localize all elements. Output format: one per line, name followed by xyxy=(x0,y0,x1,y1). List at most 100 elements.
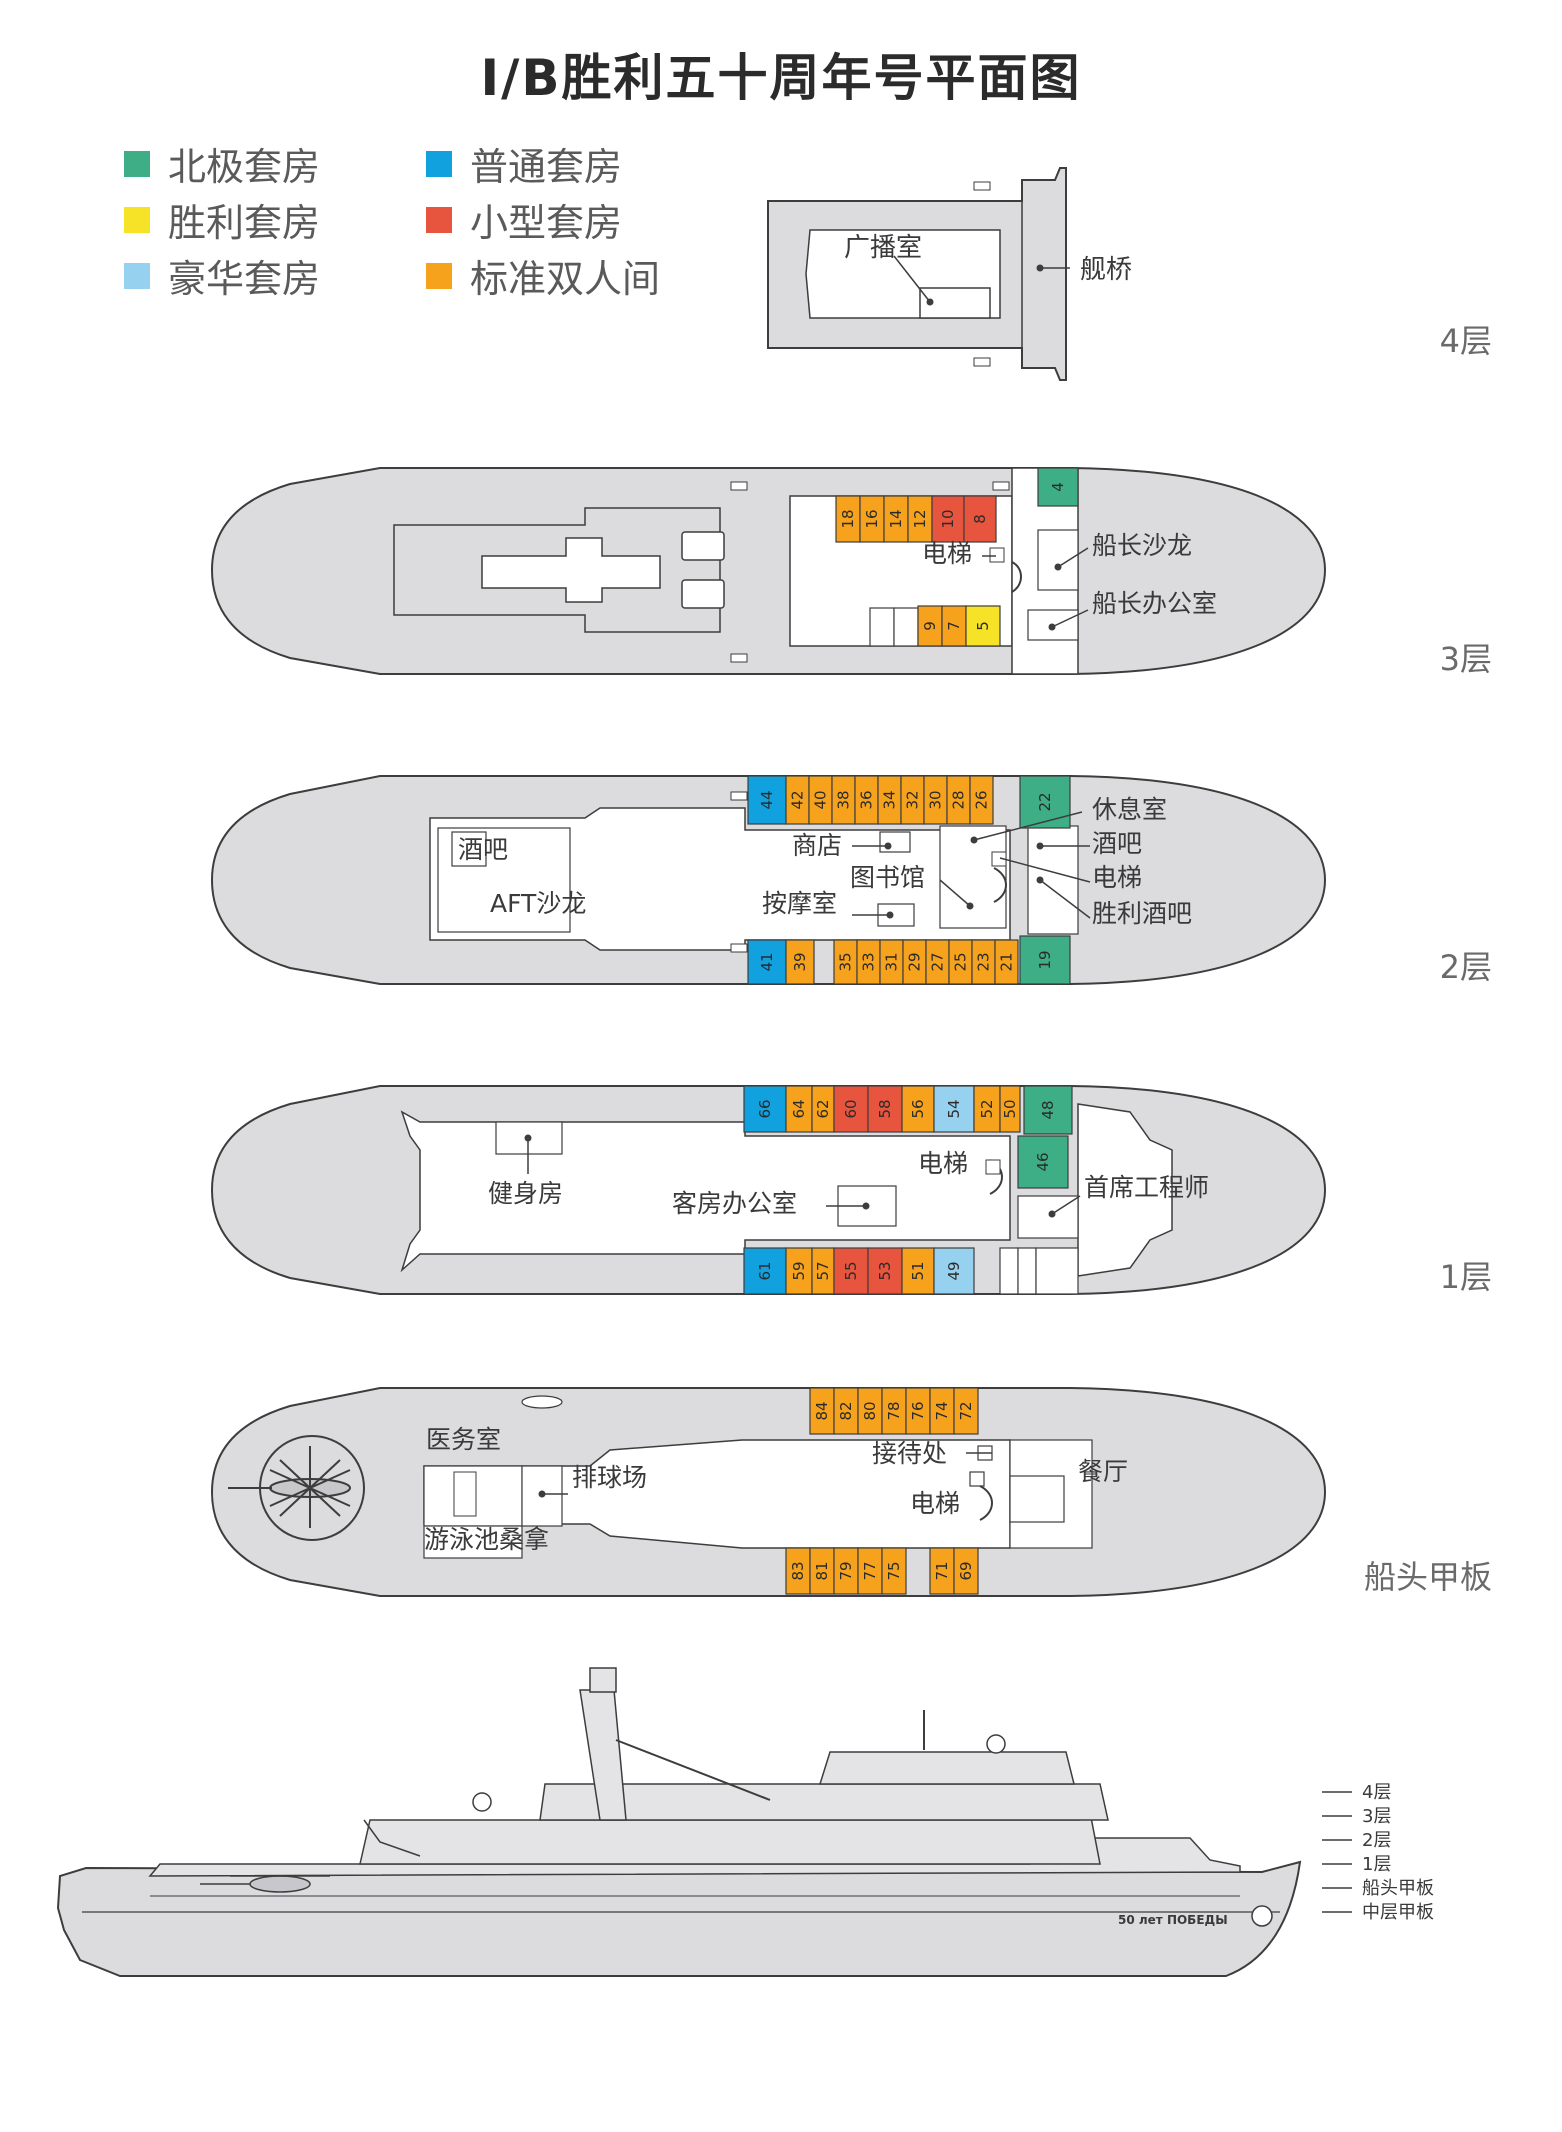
gym-label: 健身房 xyxy=(488,1179,563,1208)
cabin-number: 18 xyxy=(839,509,857,528)
library-dot xyxy=(966,902,974,910)
elevator-3-label: 电梯 xyxy=(922,539,972,568)
cabin-number: 34 xyxy=(881,790,899,809)
cabin-number: 16 xyxy=(863,509,881,528)
ship-side-profile: 50 лет ПОБЕДЫ 4层 3层 2层 1层 船头甲板 中层甲板 xyxy=(56,1667,1434,1977)
cabin-number: 61 xyxy=(756,1261,774,1280)
level-label-mid: 中层甲板 xyxy=(1362,1902,1434,1923)
cabin-fill xyxy=(994,939,1019,985)
shop-dot xyxy=(884,842,892,850)
victory-bar-dot xyxy=(1036,876,1044,884)
library-leader xyxy=(939,879,971,907)
cabin-18: 18 xyxy=(835,495,861,543)
chief-engineer-dot xyxy=(1048,1210,1056,1218)
captain-salon-leader xyxy=(1057,547,1089,568)
cabin-fill xyxy=(973,1085,1001,1133)
profile-stern-ramp xyxy=(363,1819,421,1857)
cabin-fill xyxy=(743,1085,787,1133)
massage-label: 按摩室 xyxy=(762,889,837,918)
cabin-fill xyxy=(1037,467,1079,507)
cabin-number: 60 xyxy=(842,1099,860,1118)
library-label: 图书馆 xyxy=(850,863,925,892)
deck-3-stair-top xyxy=(730,481,748,491)
housekeeping-dot xyxy=(862,1202,870,1210)
cabin-number: 59 xyxy=(790,1261,808,1280)
deck-1-name: 1层 xyxy=(1440,1258,1492,1296)
cabin-number: 71 xyxy=(933,1561,951,1580)
legend-label: 豪华套房 xyxy=(168,257,321,301)
cabin-number: 40 xyxy=(812,790,830,809)
cabin-62: 62 xyxy=(811,1085,835,1133)
cabin-49: 49 xyxy=(933,1247,975,1295)
level-label-3: 3层 xyxy=(1362,1806,1391,1827)
cabin-34: 34 xyxy=(877,775,902,825)
cabin-36: 36 xyxy=(854,775,879,825)
cabin-71: 71 xyxy=(929,1547,955,1595)
cabin-40: 40 xyxy=(808,775,833,825)
elevator-1-label: 电梯 xyxy=(918,1149,968,1178)
captain-salon-label: 船长沙龙 xyxy=(1092,531,1192,560)
cabin-fill xyxy=(965,605,1001,647)
cabin-number: 29 xyxy=(906,952,924,971)
cabin-69: 69 xyxy=(953,1547,979,1595)
cabin-number: 30 xyxy=(927,790,945,809)
legend-label: 胜利套房 xyxy=(168,201,321,245)
legend-item-regular-suite: 普通套房 xyxy=(426,136,622,191)
cabin-fill xyxy=(901,1247,935,1295)
deck-4-name: 4层 xyxy=(1440,322,1492,360)
cabin-fill xyxy=(835,495,861,543)
cabin-61: 61 xyxy=(743,1247,787,1295)
cabin-72: 72 xyxy=(953,1387,979,1435)
page-title: I/B胜利五十周年号平面图 xyxy=(480,49,1082,107)
pool-sauna-label: 游泳池桑拿 xyxy=(424,1525,549,1554)
legend-label: 北极套房 xyxy=(168,145,321,189)
cabin-number: 79 xyxy=(837,1561,855,1580)
cabin-9: 9 xyxy=(917,605,943,647)
cabin-fill xyxy=(1017,1135,1069,1189)
cabin-fill xyxy=(785,1085,813,1133)
chief-engineer-leader xyxy=(1051,1195,1081,1215)
cabin-fill xyxy=(929,1547,955,1595)
deck-3-aux-1 xyxy=(869,607,895,647)
cabin-fill xyxy=(857,1547,883,1595)
deck-3-stair-bottom xyxy=(730,653,748,663)
cabin-number: 23 xyxy=(975,952,993,971)
broadcast-dot xyxy=(926,298,934,306)
profile-bridge xyxy=(818,1751,1075,1785)
cabin-number: 39 xyxy=(791,952,809,971)
housekeeping-label: 客房办公室 xyxy=(672,1189,797,1218)
legend-swatch xyxy=(124,150,150,177)
cabin-number: 82 xyxy=(837,1401,855,1420)
deck-4-stair-left-bottom xyxy=(973,357,991,367)
deck-1-aux-2 xyxy=(1017,1247,1037,1295)
deck-3-stairwell xyxy=(1011,561,1022,593)
deck-3-hatch-2 xyxy=(681,579,725,609)
cabin-fill xyxy=(747,939,787,985)
cabin-number: 54 xyxy=(945,1099,963,1118)
cabin-number: 26 xyxy=(973,790,991,809)
cabin-8: 8 xyxy=(963,495,997,543)
cabin-number: 21 xyxy=(998,952,1016,971)
cabin-number: 81 xyxy=(813,1561,831,1580)
cabin-83: 83 xyxy=(785,1547,811,1595)
cabin-number: 84 xyxy=(813,1401,831,1420)
profile-funnel xyxy=(589,1667,617,1693)
cabin-number: 74 xyxy=(933,1401,951,1420)
deck-2-name: 2层 xyxy=(1440,948,1492,986)
cabin-32: 32 xyxy=(900,775,925,825)
cabin-fill xyxy=(743,1247,787,1295)
cabin-46: 46 xyxy=(1017,1135,1069,1189)
cabin-fill xyxy=(867,1085,903,1133)
legend-swatch xyxy=(426,262,452,289)
cabin-60: 60 xyxy=(833,1085,869,1133)
cabin-4: 4 xyxy=(1037,467,1079,507)
legend-label: 小型套房 xyxy=(470,201,623,245)
cabin-number: 42 xyxy=(789,790,807,809)
cabin-number: 41 xyxy=(758,952,776,971)
cabin-number: 52 xyxy=(978,1099,996,1118)
cabin-number: 8 xyxy=(971,514,989,524)
pool-ladder xyxy=(453,1471,477,1517)
